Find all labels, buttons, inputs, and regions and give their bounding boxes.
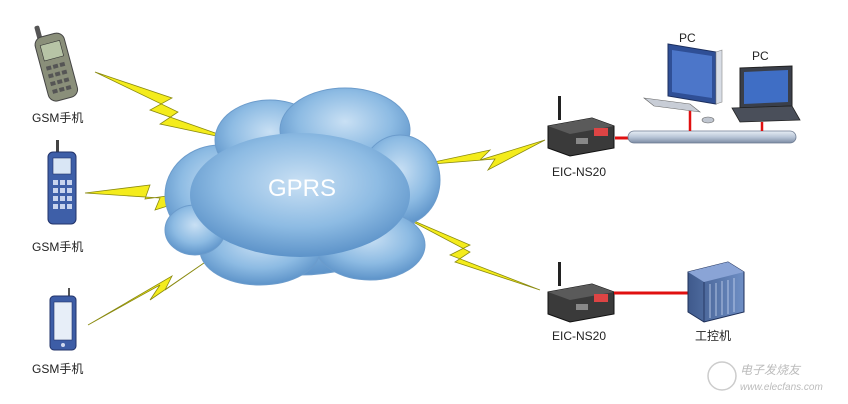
- lightning-icon: [94, 71, 236, 141]
- cloud-label: GPRS: [268, 175, 336, 202]
- industrial-pc: 工控机: [614, 261, 745, 343]
- router-2: EIC-NS20: [547, 262, 615, 343]
- server-rack-icon: [687, 261, 745, 323]
- router-label-2: EIC-NS20: [552, 329, 606, 343]
- watermark-url: www.elecfans.com: [740, 382, 823, 393]
- desktop-pc: PC: [642, 31, 723, 124]
- lan-segment: [615, 110, 797, 144]
- lightning-icon: [399, 214, 541, 291]
- laptop-icon: [731, 65, 801, 123]
- phone-label-3: GSM手机: [32, 362, 83, 376]
- mobile-phone-icon: [47, 140, 77, 225]
- lan-bus: [627, 130, 797, 144]
- router-label-1: EIC-NS20: [552, 165, 606, 179]
- desktop-computer-icon: [642, 43, 723, 124]
- pc-label-2: PC: [752, 49, 769, 63]
- router-icon: [547, 262, 615, 323]
- gsm-phone-3: GSM手机: [32, 288, 83, 376]
- phone-label-2: GSM手机: [32, 240, 83, 254]
- watermark-logo-icon: [707, 361, 737, 391]
- gsm-phone-2: GSM手机: [32, 140, 83, 254]
- router-1: EIC-NS20: [547, 96, 615, 179]
- gprs-cloud: GPRS: [164, 87, 441, 286]
- gsm-phone-1: GSM手机: [32, 25, 83, 125]
- watermark-brand: 电子发烧友: [740, 363, 802, 377]
- router-icon: [547, 96, 615, 157]
- lightning-icon: [419, 139, 546, 172]
- watermark: 电子发烧友 www.elecfans.com: [707, 361, 823, 393]
- mobile-phone-icon: [49, 288, 77, 351]
- phone-label-1: GSM手机: [32, 111, 83, 125]
- laptop-pc: PC: [731, 49, 801, 123]
- pc-label-1: PC: [679, 31, 696, 45]
- ipc-label: 工控机: [695, 329, 731, 343]
- mobile-phone-icon: [34, 25, 79, 102]
